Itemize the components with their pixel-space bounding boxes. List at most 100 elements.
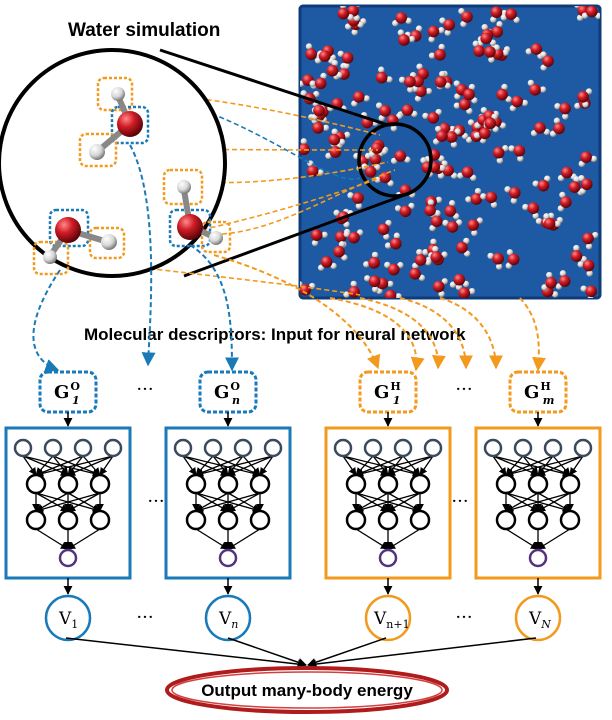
sim-water-molecule [557, 166, 577, 182]
sim-water-molecule [414, 248, 432, 266]
zoom-region-circle [357, 122, 433, 198]
hidden-neuron [527, 509, 549, 531]
sim-water-molecule [465, 187, 483, 205]
sim-water-molecule [504, 186, 521, 204]
output-neuron [528, 548, 548, 568]
descriptor-input-arrows [32, 144, 546, 373]
input-neuron [543, 438, 563, 458]
sim-water-molecule [309, 72, 327, 90]
hidden-neuron [185, 473, 207, 495]
sim-water-molecule [397, 104, 418, 118]
neural-network [4, 426, 132, 580]
output-label: Vn+1 [373, 609, 410, 631]
sim-water-molecule [444, 200, 460, 220]
water-molecule-1 [78, 76, 150, 168]
sim-water-molecule [434, 70, 451, 89]
sim-water-molecule [508, 144, 526, 162]
ellipsis-outputs-left: ··· [136, 607, 153, 628]
sim-water-molecule [541, 271, 557, 291]
sim-water-molecule [390, 150, 411, 165]
ellipsis-networks-left: ··· [147, 491, 164, 512]
sim-water-molecule [496, 83, 512, 103]
water-molecule-3 [32, 208, 126, 276]
input-neuron [333, 438, 353, 458]
input-neuron [13, 438, 33, 458]
neural-network [164, 426, 292, 580]
hidden-neuron [559, 473, 581, 495]
sim-water-molecule [525, 43, 544, 60]
sim-water-molecule [557, 191, 572, 212]
sim-water-molecule [364, 275, 381, 293]
hidden-neuron [559, 509, 581, 531]
output-neuron [378, 548, 398, 568]
hidden-neuron [345, 509, 367, 531]
sim-water-molecule [363, 251, 380, 269]
atomic-energy-output: VN [514, 594, 562, 642]
sim-water-molecule [351, 91, 370, 107]
sim-water-molecule [555, 270, 571, 290]
sim-water-molecule [463, 83, 478, 104]
input-neuron [513, 438, 533, 458]
sim-water-molecule [456, 237, 471, 257]
sim-water-molecule [492, 145, 509, 164]
output-energy: Output many-body energy [165, 666, 449, 714]
sim-water-molecule [473, 122, 491, 140]
sim-water-molecule [422, 108, 442, 124]
sim-water-molecule [582, 231, 599, 250]
neural-network [474, 426, 602, 580]
sim-water-molecule [326, 59, 343, 79]
atomic-energy-output: V1 [44, 594, 92, 642]
magnified-view [0, 48, 232, 278]
sim-water-molecule [581, 6, 600, 20]
network-edges [182, 455, 274, 550]
sim-water-molecule [377, 219, 392, 240]
input-neuron [363, 438, 383, 458]
sim-water-molecule [509, 95, 529, 112]
sim-water-molecule [480, 191, 498, 209]
sim-water-molecule [328, 128, 346, 146]
hidden-neuron [249, 509, 271, 531]
sim-water-molecule [432, 125, 448, 145]
sim-water-molecule [484, 113, 499, 133]
descriptors-caption: Molecular descriptors: Input for neural … [84, 325, 466, 344]
sim-water-molecule [398, 75, 416, 93]
sim-water-molecule [409, 71, 424, 93]
sim-water-molecule [432, 278, 449, 298]
hidden-neuron [345, 473, 367, 495]
neural-network [324, 426, 452, 580]
hidden-neuron [409, 473, 431, 495]
hidden-neuron [57, 473, 79, 495]
input-neuron [423, 438, 443, 458]
output-label: Vn [218, 609, 238, 631]
hidden-neuron [89, 473, 111, 495]
sim-water-molecule [368, 142, 388, 158]
atomic-energy-output: Vn+1 [364, 594, 412, 642]
hidden-neuron [89, 509, 111, 531]
sim-water-molecule [500, 8, 520, 24]
hidden-neuron [57, 509, 79, 531]
sim-water-molecule [384, 261, 404, 276]
output-label: VN [528, 609, 551, 631]
sim-water-molecule [397, 29, 416, 46]
sim-water-molecule [540, 51, 554, 71]
sim-water-molecule [522, 202, 540, 220]
sim-water-molecule [310, 229, 328, 247]
output-neuron [58, 548, 78, 568]
sim-water-molecule [439, 17, 456, 36]
sim-water-molecule [476, 32, 497, 47]
sim-water-molecule [317, 256, 337, 271]
sim-water-molecule [428, 43, 446, 61]
diagram-title: Water simulation [68, 20, 220, 41]
hidden-neuron [25, 509, 47, 531]
zoom-connector-top [159, 48, 389, 127]
